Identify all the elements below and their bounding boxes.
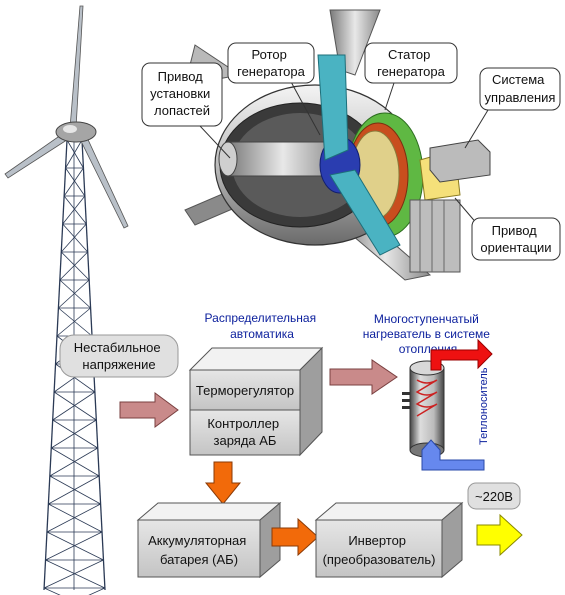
- callout-stator: Статор генератора: [364, 42, 458, 111]
- unstable-voltage-text: Нестабильное напряжение: [74, 340, 165, 372]
- output-voltage-text: ~220В: [475, 489, 513, 504]
- callout-unstable-voltage: Нестабильное напряжение: [59, 334, 179, 378]
- inverter-block: Инвертор (преобразователь): [314, 501, 464, 579]
- arrow-voltage-to-automation: [119, 392, 179, 428]
- heater-title: Многоступенчатый нагреватель в системе о…: [363, 312, 494, 356]
- arrow-output: [476, 513, 523, 557]
- charge-controller-label: Контроллер заряда АБ: [207, 416, 282, 448]
- callout-rotor-text: Ротор генератора: [237, 47, 306, 79]
- arrow-cold-water: [421, 439, 485, 471]
- callout-control-system: Система управления: [464, 67, 561, 149]
- automation-block: Терморегулятор Контроллер заряда АБ: [188, 346, 324, 457]
- control-box: [429, 139, 491, 183]
- callout-stator-text: Статор генератора: [377, 47, 446, 79]
- arrow-automation-to-heater: [329, 359, 398, 395]
- heater-illustration: [402, 360, 445, 458]
- callout-yaw-drive-text: Привод ориентации: [480, 223, 551, 255]
- callout-yaw-drive: Привод ориентации: [454, 197, 561, 261]
- arrow-battery-to-inverter: [271, 517, 319, 557]
- arrow-hot-water: [430, 338, 493, 371]
- thermoregulator-label: Терморегулятор: [196, 383, 294, 398]
- callout-blade-drive-text: Привод установки лопастей: [150, 69, 214, 118]
- automation-title: Распределительная автоматика: [205, 311, 320, 341]
- battery-label: Аккумуляторная батарея (АБ): [148, 533, 250, 567]
- arrow-controller-to-battery: [204, 461, 242, 505]
- battery-block: Аккумуляторная батарея (АБ): [136, 501, 282, 579]
- turbine-hub: [55, 121, 97, 143]
- wind-turbine: [4, 5, 129, 595]
- callout-blade-drive: Привод установки лопастей: [141, 62, 231, 159]
- inverter-label: Инвертор (преобразователь): [323, 533, 436, 567]
- callout-control-system-text: Система управления: [485, 72, 556, 105]
- coolant-label: Теплоноситель: [478, 367, 490, 445]
- callout-rotor: Ротор генератора: [227, 42, 321, 136]
- blade-top: [69, 5, 84, 129]
- callout-output-voltage: ~220В: [467, 482, 521, 510]
